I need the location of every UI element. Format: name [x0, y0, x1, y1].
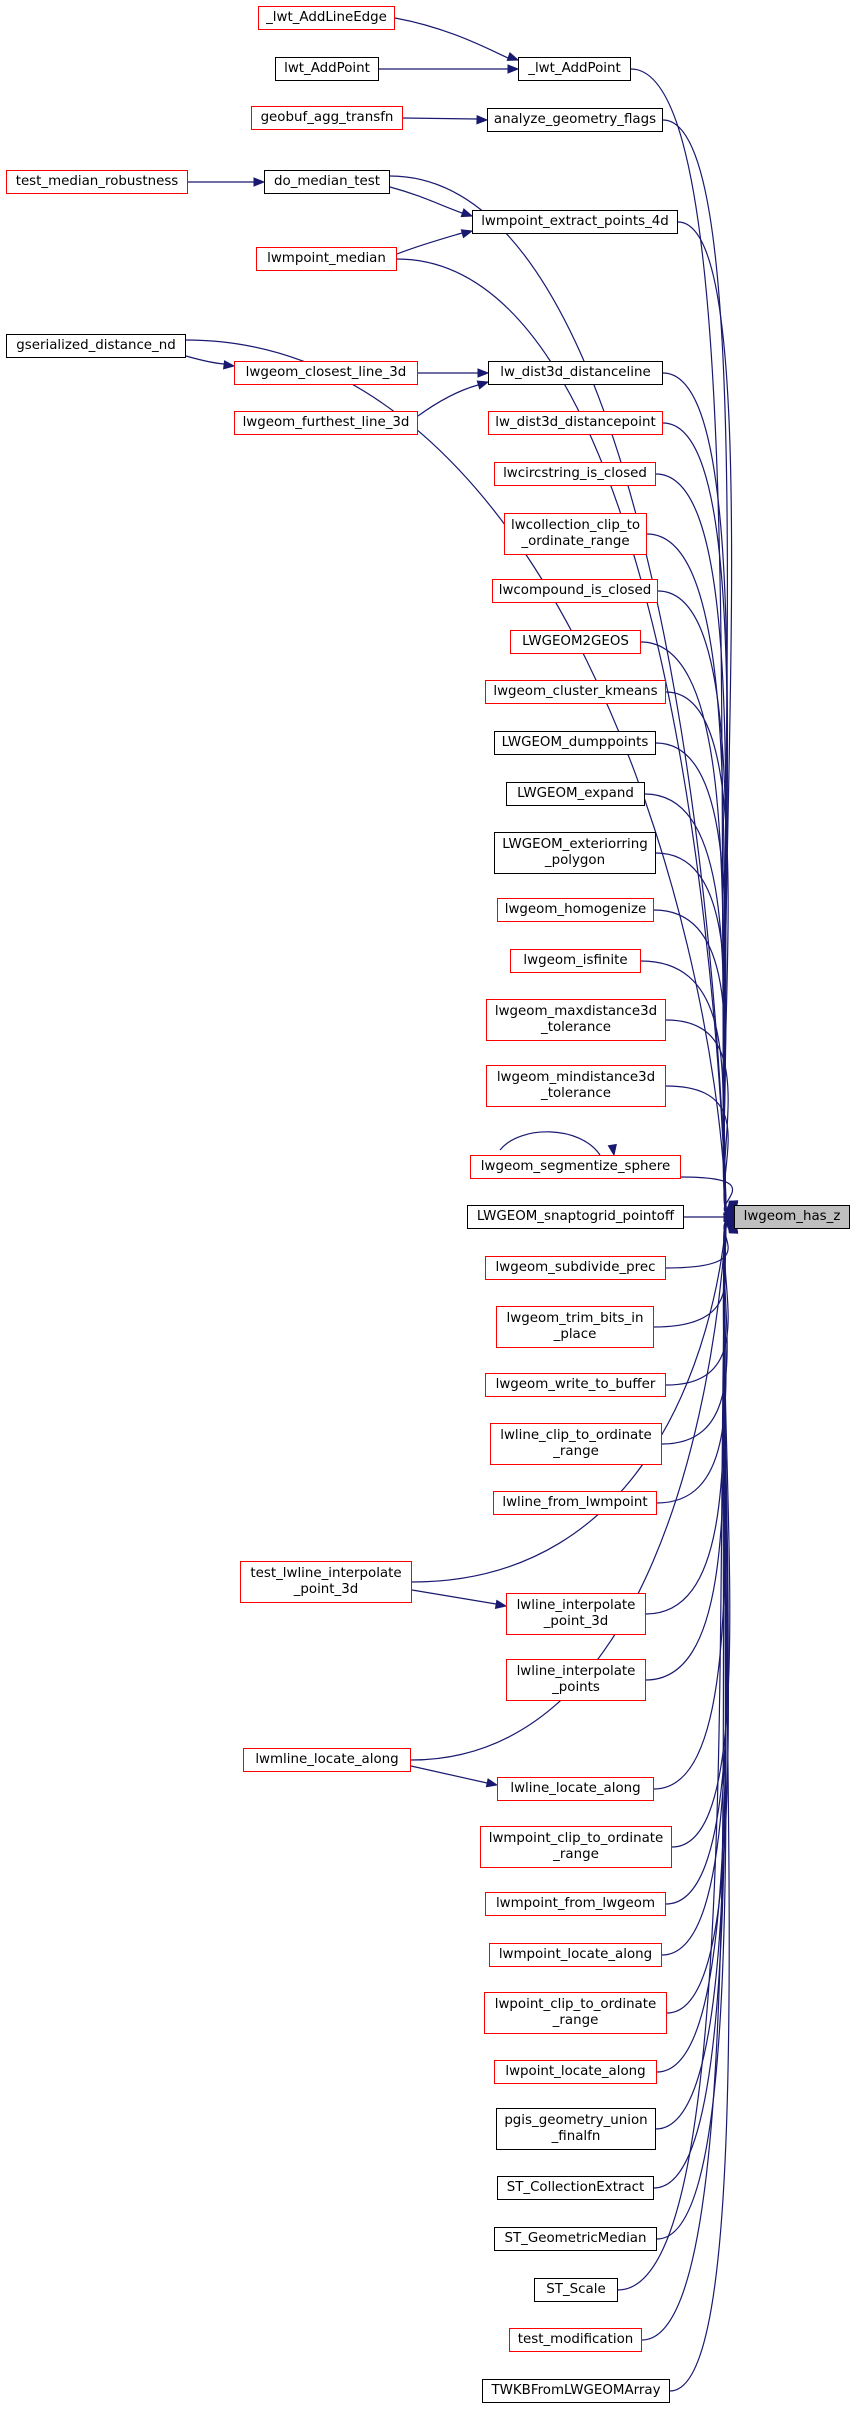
edge-lwcircstring-is-closed — [655, 473, 727, 1210]
node-lwline-interpolate-points[interactable]: lwline_interpolate _points — [506, 1659, 646, 1701]
edge-st-scale — [617, 1226, 727, 2291]
node-lwgeom-closest-line-3d[interactable]: lwgeom_closest_line_3d — [234, 361, 418, 385]
node-lwline-from-lwmpoint[interactable]: lwline_from_lwmpoint — [493, 1491, 657, 1515]
edge-distance-nd-to-closest-arrowhead — [223, 360, 236, 370]
edge-do-median-to-extract-arrowhead — [460, 208, 474, 218]
edge-median-robustness-to-do-median-arrowhead — [253, 177, 266, 187]
edge-lwmline-locate-along — [410, 1223, 727, 1761]
edge-segmentize-self — [499, 1131, 601, 1156]
edge-test-interpolate-to-point-3d-arrowhead — [494, 1599, 508, 1609]
node-lwt-addpoint-internal[interactable]: _lwt_AddPoint — [518, 57, 631, 81]
node-lwgeom-subdivide-prec[interactable]: lwgeom_subdivide_prec — [485, 1256, 666, 1280]
edge-test-interpolate-to-point-3d — [411, 1589, 497, 1605]
node-lwmpoint-clip-to-ordinate-range[interactable]: lwmpoint_clip_to_ordinate _range — [480, 1826, 672, 1868]
node-lwpoint-clip-to-ordinate-range[interactable]: lwpoint_clip_to_ordinate _range — [484, 1992, 667, 2034]
node-lwcollection-clip-to-ordinate-range[interactable]: lwcollection_clip_to _ordinate_range — [504, 513, 647, 555]
node-lwgeom-exteriorring-polygon[interactable]: LWGEOM_exteriorring _polygon — [494, 832, 656, 874]
node-lwmline-locate-along[interactable]: lwmline_locate_along — [243, 1748, 411, 1772]
node-lwgeom2geos[interactable]: LWGEOM2GEOS — [510, 630, 641, 654]
edge-geobuf-to-analyze-arrowhead — [476, 114, 489, 125]
node-lwgeom-dumppoints[interactable]: LWGEOM_dumppoints — [494, 731, 656, 755]
edge-lwgeom-cluster-kmeans — [665, 691, 729, 1211]
node-lwline-clip-to-ordinate-range[interactable]: lwline_clip_to_ordinate _range — [490, 1423, 662, 1465]
edge-addlineedge-to-addpoint — [394, 17, 509, 59]
edge-lwgeom2geos — [640, 641, 727, 1211]
edge-geobuf-to-analyze — [402, 117, 478, 120]
node-lwgeom-segmentize-sphere[interactable]: lwgeom_segmentize_sphere — [470, 1155, 681, 1179]
node-st-scale[interactable]: ST_Scale — [534, 2278, 618, 2302]
node-st-collectionextract[interactable]: ST_CollectionExtract — [497, 2176, 654, 2200]
node-lwgeom-trim-bits-in-place[interactable]: lwgeom_trim_bits_in _place — [496, 1306, 654, 1348]
edge-lw-dist3d-distanceline — [662, 372, 729, 1209]
node-do-median-test[interactable]: do_median_test — [264, 170, 390, 194]
node-lw-dist3d-distanceline[interactable]: lw_dist3d_distanceline — [488, 361, 663, 385]
node-lwgeom-mindistance3d-tolerance[interactable]: lwgeom_mindistance3d _tolerance — [486, 1065, 666, 1107]
node-lwgeom-snaptogrid-pointoff[interactable]: LWGEOM_snaptogrid_pointoff — [467, 1205, 684, 1229]
edge-addlineedge-to-addpoint-arrowhead — [506, 52, 520, 61]
edge-furthest-to-distanceline — [417, 384, 479, 417]
node-gserialized-distance-nd[interactable]: gserialized_distance_nd — [6, 334, 186, 358]
node-lwmpoint-from-lwgeom[interactable]: lwmpoint_from_lwgeom — [485, 1892, 666, 1916]
edge-closest-to-distanceline-arrowhead — [477, 368, 490, 378]
node-lwgeom-cluster-kmeans[interactable]: lwgeom_cluster_kmeans — [485, 680, 666, 704]
edge-lwpoint-locate-along — [656, 1225, 727, 2073]
node-lwgeom-isfinite[interactable]: lwgeom_isfinite — [510, 949, 641, 973]
node-lwgeom-has-z[interactable]: lwgeom_has_z — [734, 1205, 850, 1229]
edge-lwgeom-isfinite — [640, 960, 727, 1212]
edge-do-median-to-extract — [389, 186, 463, 214]
edge-mline-to-line-locate-arrowhead — [485, 1778, 499, 1788]
node-st-geometricmedian[interactable]: ST_GeometricMedian — [494, 2227, 657, 2251]
edge-test-modification — [641, 1226, 727, 2341]
edge-lwt-addpoint-to-internal-arrowhead — [507, 64, 520, 74]
node-lwgeom-maxdistance3d-tolerance[interactable]: lwgeom_maxdistance3d _tolerance — [486, 999, 666, 1041]
edge-median-to-extract — [396, 232, 463, 255]
node-geobuf-agg-transfn[interactable]: geobuf_agg_transfn — [251, 106, 403, 130]
node-test-modification[interactable]: test_modification — [509, 2328, 642, 2352]
node-lwt-addlineedge[interactable]: _lwt_AddLineEdge — [258, 6, 395, 30]
edge-lwgeom-mindistance3d — [665, 1085, 729, 1213]
node-lwgeom-furthest-line-3d[interactable]: lwgeom_furthest_line_3d — [234, 411, 418, 435]
node-lwline-locate-along[interactable]: lwline_locate_along — [497, 1777, 654, 1801]
node-lwcompound-is-closed[interactable]: lwcompound_is_closed — [492, 579, 658, 603]
node-lw-dist3d-distancepoint[interactable]: lw_dist3d_distancepoint — [488, 411, 663, 435]
node-lwgeom-write-to-buffer[interactable]: lwgeom_write_to_buffer — [485, 1373, 666, 1397]
edge-lwgeom-segmentize-sphere — [680, 1176, 734, 1214]
edge-median-to-extract-arrowhead — [460, 229, 474, 239]
node-lwmpoint-extract-points-4d[interactable]: lwmpoint_extract_points_4d — [472, 210, 678, 234]
edge-st-collectionextract — [653, 1225, 727, 2189]
node-lwgeom-homogenize[interactable]: lwgeom_homogenize — [497, 898, 654, 922]
node-lwpoint-locate-along[interactable]: lwpoint_locate_along — [494, 2060, 657, 2084]
node-lwgeom-expand[interactable]: LWGEOM_expand — [506, 782, 645, 806]
node-lwmpoint-locate-along[interactable]: lwmpoint_locate_along — [489, 1943, 662, 1967]
node-lwt-addpoint[interactable]: lwt_AddPoint — [275, 57, 379, 81]
node-lwcircstring-is-closed[interactable]: lwcircstring_is_closed — [494, 462, 656, 486]
node-pgis-geometry-union-finalfn[interactable]: pgis_geometry_union _finalfn — [496, 2108, 656, 2150]
edge-furthest-to-distanceline-arrowhead — [476, 380, 490, 390]
edge-lwgeom-dumppoints — [655, 742, 727, 1211]
edge-mline-to-line-locate — [410, 1765, 488, 1784]
node-analyze-geometry-flags[interactable]: analyze_geometry_flags — [487, 108, 663, 132]
edge-segmentize-self-tip-arrowhead — [607, 1143, 617, 1157]
edge-lwcollection-clip — [646, 533, 727, 1210]
edge-lwline-from-lwmpoint — [656, 1222, 727, 1504]
edge-st-geometricmedian — [656, 1226, 727, 2240]
edge-lw-dist3d-distancepoint — [662, 422, 728, 1210]
node-test-lwline-interpolate-point-3d[interactable]: test_lwline_interpolate _point_3d — [240, 1561, 412, 1603]
node-twkbfromlwgeomarray[interactable]: TWKBFromLWGEOMArray — [482, 2379, 670, 2403]
edge-lwline-clip — [661, 1222, 728, 1445]
node-lwmpoint-median[interactable]: lwmpoint_median — [256, 247, 397, 271]
edge-distance-nd-to-closest — [185, 355, 225, 365]
edge-lwmpoint-median — [396, 258, 727, 1209]
node-test-median-robustness[interactable]: test_median_robustness — [6, 170, 188, 194]
node-lwline-interpolate-point-3d[interactable]: lwline_interpolate _point_3d — [506, 1593, 646, 1635]
edge-lwline-interpolate-point-3d — [645, 1222, 727, 1615]
edge-twkbfromlwgeomarray — [669, 1226, 730, 2392]
